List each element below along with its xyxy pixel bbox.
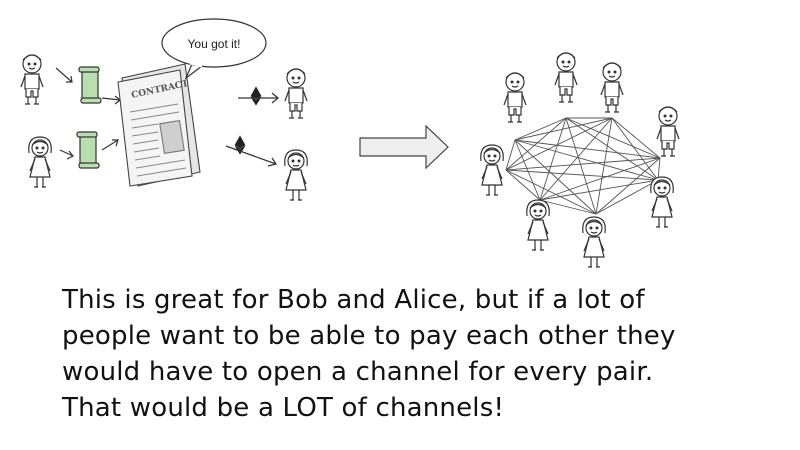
channel-mesh <box>505 117 661 215</box>
person-figure <box>600 62 624 113</box>
person-figure <box>582 216 606 268</box>
channel-line <box>595 157 661 215</box>
arrow-alice-to-scroll <box>59 149 74 160</box>
alice-figure <box>28 136 52 188</box>
caption-line: That would be a LOT of channels! <box>62 393 505 423</box>
channel-line <box>505 117 613 171</box>
person-figure <box>503 72 527 123</box>
caption-line: people want to be able to pay each other… <box>62 321 676 351</box>
channel-line <box>514 139 659 181</box>
channel-line <box>505 169 541 201</box>
channel-line <box>514 117 567 141</box>
channel-line <box>595 179 659 215</box>
caption-line: would have to open a channel for every p… <box>62 357 654 387</box>
caption: This is great for Bob and Alice, but if … <box>62 282 782 426</box>
left-scene: CONTRACT You got it! <box>20 18 308 201</box>
person-figure <box>480 144 504 196</box>
channel-line <box>539 157 661 201</box>
caption-line: This is great for Bob and Alice, but if … <box>62 285 645 315</box>
person-figure <box>526 199 550 251</box>
arrow-bob-to-scroll <box>55 67 73 83</box>
speech-bubble-text: You got it! <box>188 37 241 51</box>
scroll-icon <box>78 66 102 104</box>
bob-figure <box>20 54 44 105</box>
channel-line <box>539 117 613 201</box>
channel-line <box>565 117 659 181</box>
channel-line <box>505 117 567 171</box>
person-figure <box>650 176 674 228</box>
channel-line <box>611 117 659 181</box>
channel-line <box>657 157 661 181</box>
mesh-people <box>480 52 680 268</box>
eth-transfer-bottom <box>225 135 277 167</box>
channel-line <box>565 117 597 215</box>
scroll-icon <box>76 131 100 169</box>
channel-line <box>565 117 661 159</box>
ether-icon <box>250 86 262 106</box>
contract-document-icon <box>117 63 201 187</box>
arrows-to-contract <box>101 95 121 151</box>
channel-line <box>505 169 597 215</box>
channel-line <box>505 169 659 181</box>
person-figure <box>554 52 578 103</box>
channel-line <box>505 139 516 171</box>
person-figure <box>656 106 680 157</box>
bob-recipient-figure <box>284 68 308 119</box>
channel-line <box>539 199 597 215</box>
channel-line <box>595 117 613 215</box>
eth-transfer-top <box>238 86 279 106</box>
channel-line <box>514 117 613 141</box>
channel-line <box>505 157 661 171</box>
speech-bubble: You got it! <box>161 18 267 80</box>
alice-recipient-figure <box>284 149 308 201</box>
channel-line <box>514 139 661 159</box>
transition-arrow-icon <box>359 124 449 170</box>
channel-line <box>514 139 541 201</box>
channel-line <box>539 117 567 201</box>
channel-line <box>514 139 597 215</box>
channel-line <box>611 117 661 159</box>
